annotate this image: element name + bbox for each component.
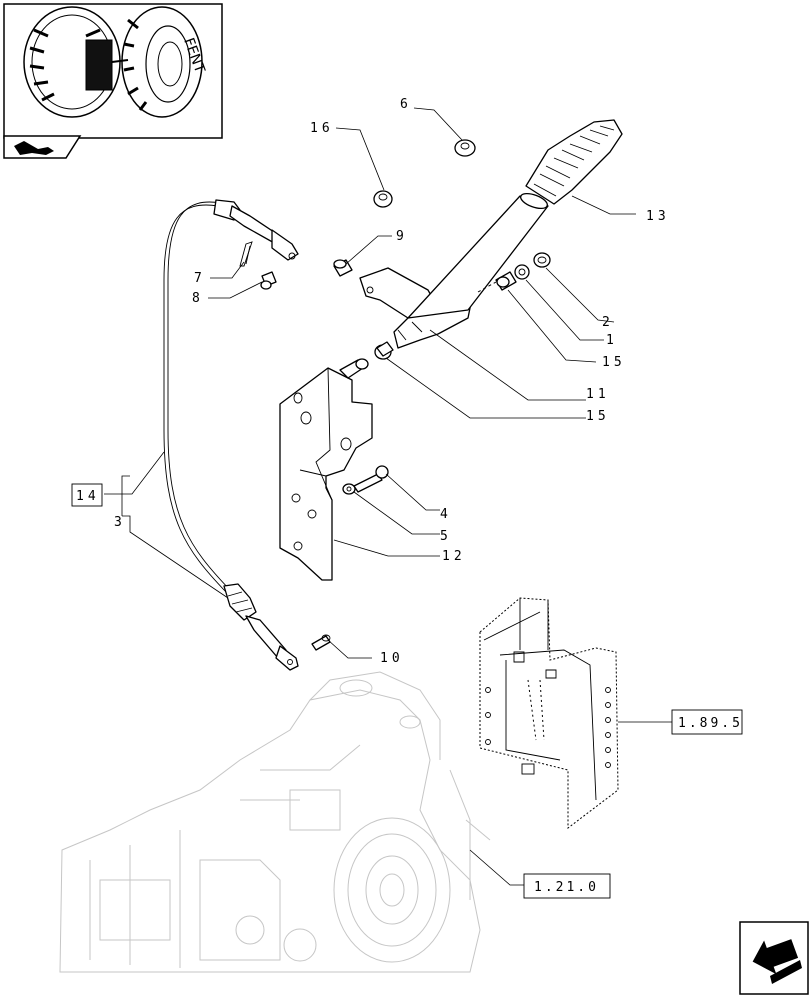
washer-1 xyxy=(514,264,530,280)
leader-lines xyxy=(104,107,672,886)
callout-1: 1 xyxy=(606,333,618,348)
callout-15-lower: 15 xyxy=(586,409,610,424)
reference-1-89-5-label: 1.89.5 xyxy=(678,716,743,731)
callout-7: 7 xyxy=(194,271,206,286)
reference-1-89-5[interactable]: 1.89.5 xyxy=(671,709,743,735)
washer-5 xyxy=(342,483,356,495)
bushing-15-lower xyxy=(374,341,394,360)
hand-pointer-icon[interactable] xyxy=(3,135,82,159)
clevis-pin xyxy=(260,271,277,290)
lever-boot xyxy=(525,119,623,205)
pin-10 xyxy=(311,634,331,651)
callout-8: 8 xyxy=(192,291,204,306)
callout-6: 6 xyxy=(400,97,412,112)
callout-16: 16 xyxy=(310,121,334,136)
control-cable xyxy=(163,199,299,671)
tractor-rear-view-icon xyxy=(23,6,203,118)
callout-4: 4 xyxy=(440,507,452,522)
transmission-housing-ghost xyxy=(59,671,491,973)
nut-2 xyxy=(533,252,551,268)
reference-1-21-0-label: 1.21.0 xyxy=(534,880,599,895)
callout-15-upper: 15 xyxy=(602,355,626,370)
bushing-6 xyxy=(454,139,476,157)
callout-9: 9 xyxy=(396,229,408,244)
bushing-16 xyxy=(373,190,393,208)
callout-5: 5 xyxy=(440,529,452,544)
mounting-bracket xyxy=(279,358,373,581)
bushing-15-upper xyxy=(495,271,517,291)
callout-2: 2 xyxy=(602,315,614,330)
callout-12: 12 xyxy=(442,549,466,564)
drawbar-frame xyxy=(479,597,619,830)
callout-14-box xyxy=(71,483,103,507)
split-pin xyxy=(239,241,253,267)
callout-13: 13 xyxy=(646,209,670,224)
bolt-4 xyxy=(353,465,389,493)
callout-3: 3 xyxy=(114,515,126,530)
callout-10: 10 xyxy=(380,651,404,666)
next-page-arrow-icon[interactable] xyxy=(739,921,809,995)
thumbnail-panel: FENT xyxy=(3,3,223,139)
callout-11: 11 xyxy=(586,387,610,402)
control-lever xyxy=(359,192,549,349)
spacer-9 xyxy=(333,259,353,277)
reference-1-21-0[interactable]: 1.21.0 xyxy=(523,873,611,899)
callout-14: 14 xyxy=(76,489,100,504)
